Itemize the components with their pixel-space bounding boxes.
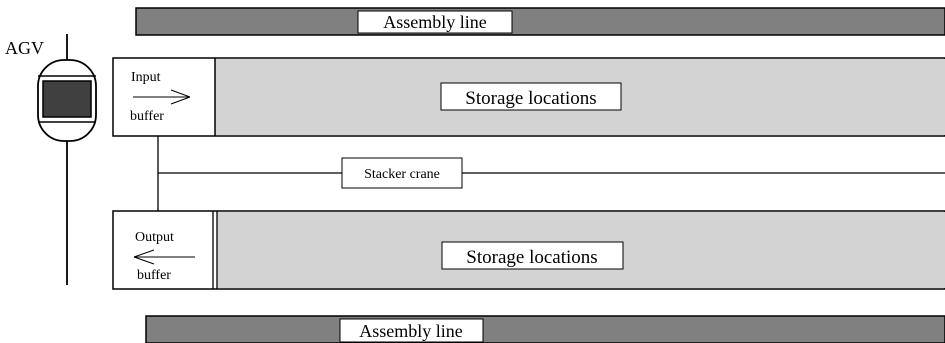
right-arrow-icon (133, 89, 191, 105)
storage-top-label-box (440, 82, 622, 111)
assembly-line-bottom-label-box (339, 318, 484, 343)
assembly-line-top-label: Assembly line (383, 12, 487, 32)
input-buffer-label-line1: Input (131, 70, 161, 85)
input-buffer-label-line2: buffer (130, 109, 164, 124)
output-buffer-label-line2: buffer (137, 268, 171, 283)
output-buffer-label-line1: Output (135, 230, 174, 245)
storage-block-bottom: Output buffer Storage locations (112, 210, 945, 290)
stacker-crane-label-box (341, 157, 463, 189)
stacker-crane-label: Stacker crane (364, 167, 440, 182)
assembly-line-bottom-bar (145, 315, 945, 343)
storage-block-top: Input buffer Storage locations (112, 57, 945, 137)
stacker-crane: Stacker crane (157, 136, 945, 211)
assembly-line-bottom: Assembly line (145, 315, 945, 343)
storage-top-label: Storage locations (465, 88, 596, 109)
storage-bottom-label-box (441, 241, 624, 270)
agv: AGV (5, 34, 97, 285)
agv-label: AGV (5, 38, 44, 58)
assembly-line-top-bar (135, 7, 945, 36)
left-arrow-icon (133, 249, 195, 265)
assembly-line-bottom-label: Assembly line (359, 321, 463, 341)
assembly-line-top-label-box (357, 10, 513, 34)
assembly-line-top: Assembly line (135, 7, 945, 36)
agv-load (42, 80, 92, 118)
storage-bottom-label: Storage locations (466, 247, 597, 268)
